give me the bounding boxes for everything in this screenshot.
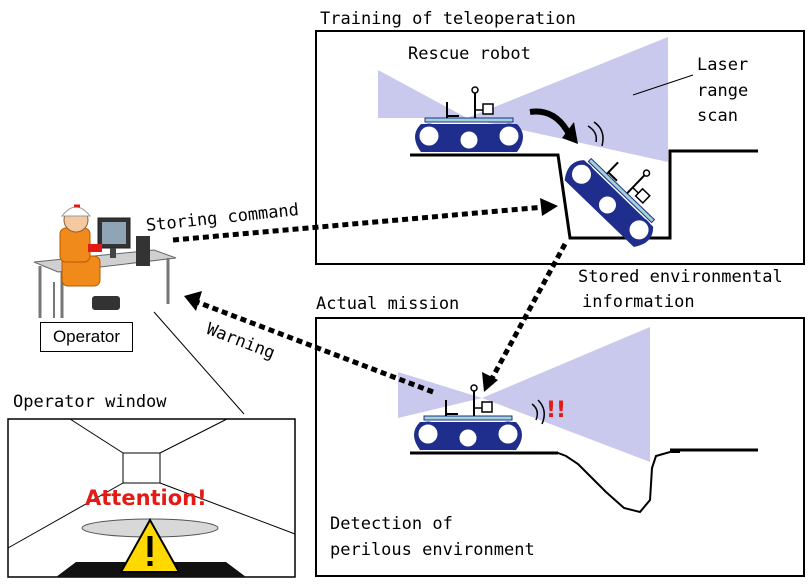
warning-triangle-icon [119,517,181,573]
laser-scan-icon [378,70,467,118]
laser-label-1: Laser [697,55,749,75]
operator-label-box: Operator [40,322,133,352]
operator-icon [33,204,177,318]
mission-laser-left [398,372,482,418]
training-title: Training of teleoperation [320,9,576,29]
stored-info-arrow [487,242,568,384]
stored-info-label-1: Stored environmental [578,267,783,287]
stored-info-label-2: information [582,292,695,312]
mission-laser-right [482,327,650,462]
mission-title: Actual mission [316,294,460,314]
warning-arrow [196,299,434,395]
operator-label: Operator [52,327,121,346]
motion-arrow-head [562,122,578,144]
mission-panel [315,317,805,577]
training-terrain [410,149,758,240]
laser-leader-line [632,74,694,96]
storing-command-arrow [172,204,545,243]
rescue-robot-label: Rescue robot [408,44,531,64]
mission-terrain-cliff [410,451,680,514]
laser-label-2: range [697,81,749,101]
signal-waves [587,125,598,143]
detection-label-2: perilous environment [330,540,535,560]
operator-window-panel [7,418,296,578]
attention-text: Attention! [85,486,207,510]
operator-window-title: Operator window [13,392,167,412]
window-leader-right [153,311,245,415]
detection-label-1: Detection of [330,514,453,534]
training-panel [315,30,805,265]
laser-scan-right [467,37,668,162]
alert-marks: !! [546,398,567,423]
laser-label-3: scan [697,106,738,126]
